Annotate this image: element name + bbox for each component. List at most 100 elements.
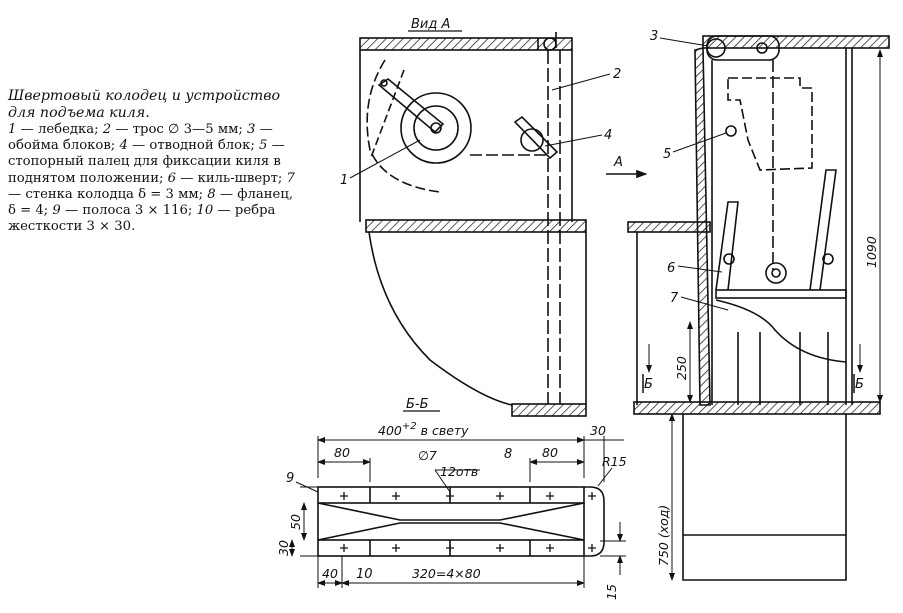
hole-6 xyxy=(588,492,596,500)
leader-5 xyxy=(672,132,727,153)
hull-lower-profile xyxy=(368,231,587,406)
hole-2 xyxy=(392,492,400,500)
hole-1 xyxy=(340,492,348,500)
handle-sweep-arc xyxy=(366,59,441,193)
hole-9 xyxy=(446,544,454,552)
cut-mark-left: Б xyxy=(644,377,653,392)
section-title: Б-Б xyxy=(406,397,429,412)
rounded-end xyxy=(584,486,605,557)
leader-1 xyxy=(349,139,421,179)
dim-30: 30 xyxy=(590,423,606,438)
callout-6: 6 xyxy=(667,261,675,276)
keel-break-line xyxy=(715,299,847,363)
leader-hole xyxy=(434,469,451,493)
view-a-title: Вид А xyxy=(411,17,450,32)
flange-bottom-strip xyxy=(317,539,585,557)
hole-4 xyxy=(496,492,504,500)
dim-40: 40 xyxy=(322,566,338,581)
keel-pulley-hub xyxy=(771,268,781,278)
rib-left xyxy=(715,201,739,291)
middle-planking xyxy=(365,219,587,233)
trunk-plate-bottom xyxy=(317,522,585,541)
dim-holes: 12отв xyxy=(440,464,478,479)
side-top-planking xyxy=(702,35,890,49)
block-sheave-right xyxy=(756,42,768,54)
section-dimensions xyxy=(289,436,626,588)
stopper-pin xyxy=(725,125,737,137)
legend-item-3: 3 — обойма блоков; xyxy=(8,122,273,154)
hole-3 xyxy=(446,492,454,500)
legend-item-8: 8 — фланец, δ = 4; xyxy=(8,186,294,219)
legend-item-9: 9 — полоса 3 × 116; xyxy=(52,203,193,219)
hole-8 xyxy=(392,544,400,552)
callout-4: 4 xyxy=(604,128,612,143)
flange-top-strip xyxy=(317,486,585,504)
section-bb-drawing xyxy=(317,486,605,557)
leader-3 xyxy=(659,37,709,47)
leading-block xyxy=(520,128,544,152)
legend-item-10: 10 — ребра жесткости 3 × 30. xyxy=(8,203,276,235)
view-a-drawing xyxy=(359,32,587,417)
winch-handle xyxy=(377,78,445,134)
callout-9: 9 xyxy=(286,471,294,486)
rib-hole-left xyxy=(723,253,735,265)
side-mid-planking xyxy=(627,221,711,233)
dim-30-left: 30 xyxy=(276,540,291,556)
leader-r15 xyxy=(597,467,613,487)
extended-keel xyxy=(682,414,847,581)
leader-4 xyxy=(544,134,603,147)
hole-11 xyxy=(546,544,554,552)
bottom-keel xyxy=(511,403,587,417)
keel-pulley xyxy=(765,262,787,284)
arrow-a-label: А xyxy=(613,155,623,170)
dim-15: 15 xyxy=(604,584,619,600)
winch-drum-inner xyxy=(413,105,459,151)
leading-block-arm xyxy=(513,115,559,160)
flange-plate xyxy=(715,289,847,299)
legend-item-6: 6 — киль-шверт; xyxy=(167,170,283,186)
dim-r15: R15 xyxy=(602,454,627,469)
hull-sides-upper xyxy=(359,50,573,222)
legend-item-7: 7 — стенка колодца δ = 3 мм; xyxy=(8,170,295,202)
handle-path xyxy=(369,69,405,161)
block-sheave-left xyxy=(706,38,726,58)
trunk-plate-top xyxy=(317,502,585,521)
rib-right xyxy=(809,169,837,291)
legend-item-2: 2 — трос ∅ 3—5 мм; xyxy=(102,122,243,137)
caption: Швертовый колодец и устройство для подъе… xyxy=(8,88,300,235)
pulley-bracket xyxy=(537,32,557,50)
legend-item-4: 4 — отводной блок; xyxy=(119,138,255,154)
winch-drum-outer xyxy=(400,92,472,164)
callout-8: 8 xyxy=(504,447,512,462)
dim-80-right: 80 xyxy=(542,445,558,460)
callout-10: 10 xyxy=(356,567,373,582)
hole-10 xyxy=(496,544,504,552)
dim-hole-dia: ∅7 xyxy=(418,448,437,463)
caption-legend: 1 — лебедка; 2 — трос ∅ 3—5 мм; 3 — обой… xyxy=(8,122,300,235)
top-planking xyxy=(359,37,573,51)
callout-1: 1 xyxy=(340,173,348,188)
keel-outline-raised xyxy=(727,77,813,171)
legend-item-5: 5 — стопорный палец для фиксации киля в … xyxy=(8,138,285,186)
legend-item-1: 1 — лебедка; xyxy=(8,122,99,137)
dim-1090: 1090 xyxy=(864,236,879,268)
hole-marks xyxy=(340,492,596,552)
cut-mark-right: Б xyxy=(855,377,864,392)
caption-title: Швертовый колодец и устройство для подъе… xyxy=(8,88,281,121)
dim-50: 50 xyxy=(288,514,303,530)
leader-2 xyxy=(551,73,611,91)
callout-5: 5 xyxy=(663,147,671,162)
dim-250: 250 xyxy=(674,356,689,380)
hole-5 xyxy=(546,492,554,500)
leader-7 xyxy=(680,296,729,311)
handle-knob xyxy=(380,79,388,87)
hole-7 xyxy=(340,544,348,552)
leader-6 xyxy=(677,265,723,273)
dim-80-left: 80 xyxy=(334,445,350,460)
hole-12 xyxy=(588,544,596,552)
side-section-drawing xyxy=(627,35,890,581)
dim-320: 320=4×80 xyxy=(412,566,481,581)
callout-2: 2 xyxy=(613,67,621,82)
